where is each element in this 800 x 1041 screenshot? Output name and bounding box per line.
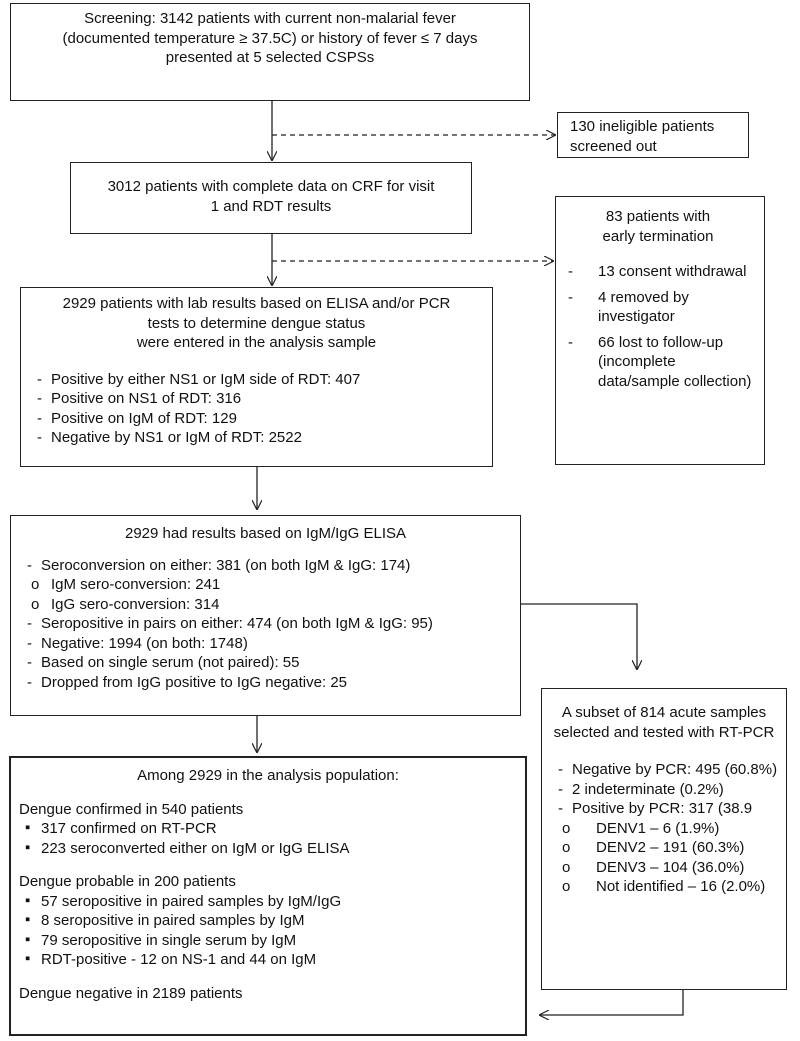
list-item: Not identified – 16 (2.0%) (550, 877, 778, 897)
list-item: 66 lost to follow-up (incomplete data/sa… (560, 333, 756, 392)
list-item: DENV3 – 104 (36.0%) (550, 858, 778, 878)
list-item: Seroconversion on either: 381 (on both I… (19, 556, 512, 576)
list-item: Negative by NS1 or IgM of RDT: 2522 (29, 428, 484, 448)
list-item: DENV2 – 191 (60.3%) (550, 838, 778, 858)
list-item: 317 confirmed on RT-PCR (19, 818, 517, 839)
list-item: Positive by either NS1 or IgM side of RD… (29, 370, 484, 390)
screening-box: Screening: 3142 patients with current no… (10, 3, 530, 101)
list-item: Positive on IgM of RDT: 129 (29, 409, 484, 429)
probable-list: 57 seropositive in paired samples by IgM… (19, 891, 517, 970)
screening-criteria: (documented temperature ≥ 37.5C) or hist… (62, 29, 478, 47)
early-termination-title-2: early termination (602, 227, 714, 245)
list-item: Seropositive in pairs on either: 474 (on… (19, 614, 512, 634)
elisa-list: Seroconversion on either: 381 (on both I… (19, 556, 512, 576)
pcr-sublist: DENV1 – 6 (1.9%) DENV2 – 191 (60.3%) DEN… (550, 819, 778, 897)
list-item: 79 seropositive in single serum by IgM (19, 930, 517, 951)
list-item: IgG sero-conversion: 314 (19, 595, 512, 615)
list-item: IgM sero-conversion: 241 (19, 575, 512, 595)
final-box: Among 2929 in the analysis population: D… (9, 756, 527, 1036)
arrow-pcr-to-final (540, 990, 684, 1015)
list-item: 2 indeterminate (0.2%) (550, 780, 778, 800)
final-title: Among 2929 in the analysis population: (137, 767, 399, 784)
list-item: Dropped from IgG positive to IgG negativ… (19, 673, 512, 693)
list-item: Positive by PCR: 317 (38.9 (550, 799, 778, 819)
confirmed-heading: Dengue confirmed in 540 patients (19, 800, 244, 818)
pcr-list: Negative by PCR: 495 (60.8%) 2 indetermi… (550, 760, 778, 819)
list-item: 223 seroconverted either on IgM or IgG E… (19, 838, 517, 859)
ineligible-text-2: screened out (570, 137, 657, 155)
arrow-elisa-to-pcr (521, 603, 637, 669)
elisa-list-2: Seropositive in pairs on either: 474 (on… (19, 614, 512, 692)
list-item: 57 seropositive in paired samples by IgM… (19, 891, 517, 912)
lab-results-title-3: were entered in the analysis sample (136, 334, 377, 351)
lab-results-list: Positive by either NS1 or IgM side of RD… (29, 370, 484, 448)
probable-heading: Dengue probable in 200 patients (19, 873, 236, 890)
list-item: Negative: 1994 (on both: 1748) (19, 634, 512, 654)
ineligible-box: 130 ineligible patients screened out (557, 112, 749, 158)
confirmed-list: 317 confirmed on RT-PCR 223 seroconverte… (19, 818, 517, 859)
elisa-sublist: IgM sero-conversion: 241 IgG sero-conver… (19, 575, 512, 614)
list-item: Negative by PCR: 495 (60.8%) (550, 760, 778, 780)
list-item: 4 removed by investigator (560, 288, 756, 327)
negative-heading: Dengue negative in 2189 patients (19, 984, 243, 1002)
complete-data-box: 3012 patients with complete data on CRF … (70, 162, 472, 234)
list-item: 13 consent withdrawal (560, 262, 756, 282)
elisa-title: 2929 had results based on IgM/IgG ELISA (124, 525, 406, 542)
list-item: 8 seropositive in paired samples by IgM (19, 910, 517, 931)
list-item: Positive on NS1 of RDT: 316 (29, 389, 484, 409)
screening-sites: presented at 5 selected CSPSs (165, 49, 375, 66)
early-termination-title: 83 patients with (605, 208, 711, 225)
complete-data-text: 3012 patients with complete data on CRF … (107, 178, 435, 195)
list-item: Based on single serum (not paired): 55 (19, 653, 512, 673)
elisa-box: 2929 had results based on IgM/IgG ELISA … (10, 515, 521, 716)
lab-results-title: 2929 patients with lab results based on … (62, 295, 451, 312)
lab-results-title-2: tests to determine dengue status (147, 314, 366, 332)
ineligible-text: 130 ineligible patients (570, 118, 715, 135)
complete-data-text-2: 1 and RDT results (210, 197, 332, 215)
pcr-box: A subset of 814 acute samples selected a… (541, 688, 787, 990)
early-termination-list: 13 consent withdrawal 4 removed by inves… (560, 262, 756, 391)
pcr-title: A subset of 814 acute samples selected a… (553, 704, 775, 741)
lab-results-box: 2929 patients with lab results based on … (20, 287, 493, 467)
list-item: DENV1 – 6 (1.9%) (550, 819, 778, 839)
list-item: RDT-positive - 12 on NS-1 and 44 on IgM (19, 949, 517, 970)
early-termination-box: 83 patients with early termination 13 co… (555, 196, 765, 465)
screening-text: Screening: 3142 patients with current no… (84, 10, 456, 27)
